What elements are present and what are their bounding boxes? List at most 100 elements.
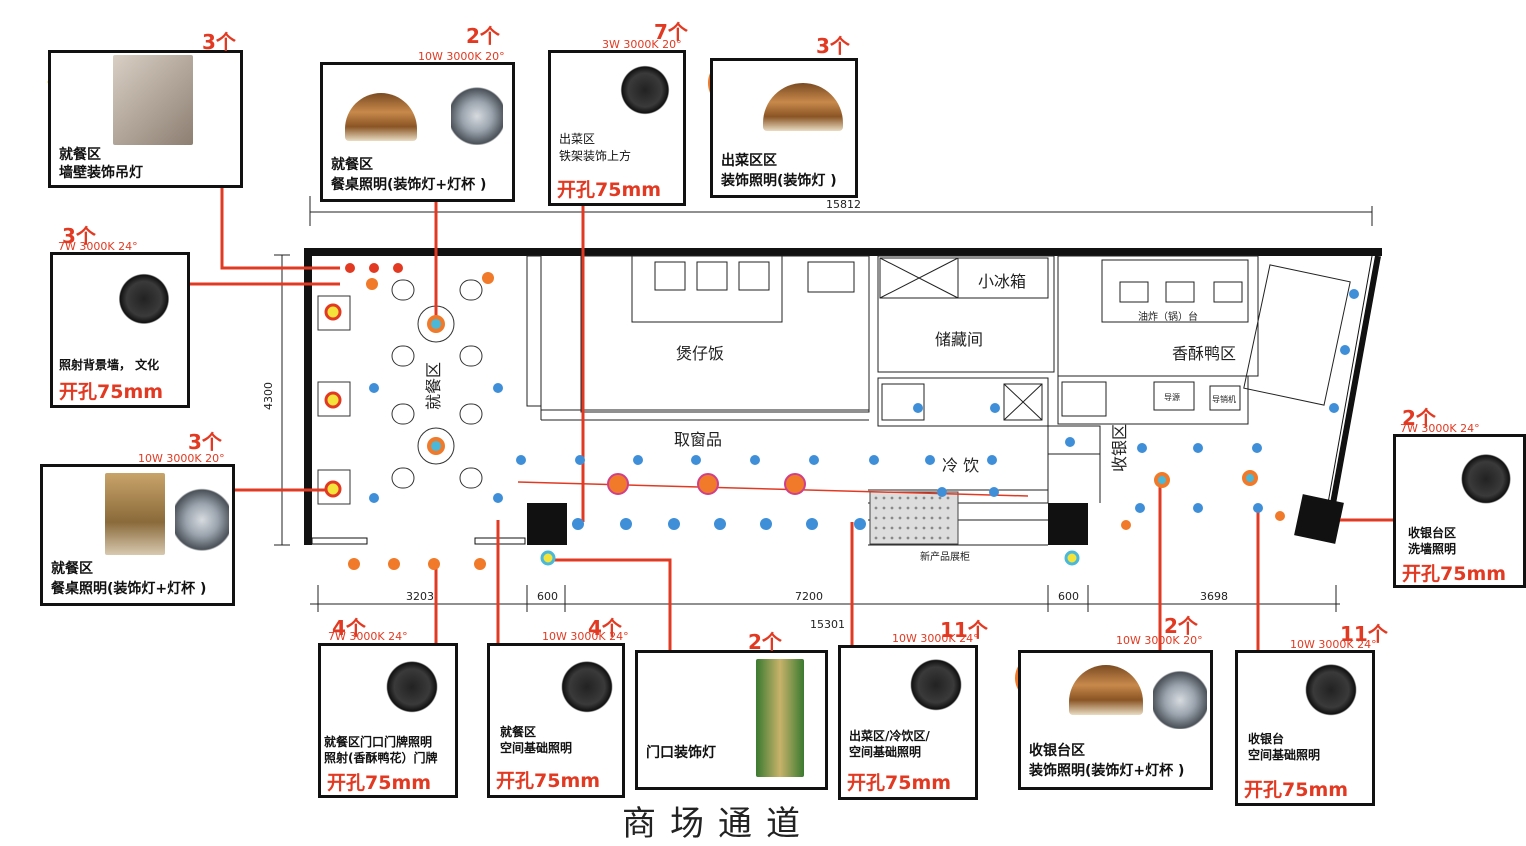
callout-label-2: 铁架装饰上方 bbox=[559, 149, 632, 163]
room-label-cold-drink: 冷 饮 bbox=[942, 456, 980, 475]
callout-label-2: 空间基础照明 bbox=[849, 745, 922, 759]
small-label-a: 导源 bbox=[1164, 393, 1180, 402]
pendant-photo bbox=[345, 93, 417, 141]
room-label-duck: 香酥鸭区 bbox=[1172, 344, 1237, 363]
room-label-cashier: 收银区 bbox=[1110, 423, 1129, 472]
callout-label-1: 就餐区 bbox=[59, 147, 101, 163]
callout-label-2: 洗墙照明 bbox=[1408, 542, 1457, 556]
dimension-height: 4300 bbox=[262, 382, 275, 410]
callout-label-2: 装饰照明(装饰灯 ) bbox=[721, 173, 837, 189]
callout-label-1: 出菜区/冷饮区/ bbox=[849, 729, 930, 743]
spec-text: 7W 3000K 24° bbox=[58, 240, 138, 253]
dimension-bottom: 15301 bbox=[810, 618, 845, 631]
callout-label-2: 墙壁装饰吊灯 bbox=[59, 165, 143, 181]
spec-text: 10W 3000K 20° bbox=[1116, 634, 1203, 647]
callout-label-2: 装饰照明(装饰灯+灯杯 ) bbox=[1029, 763, 1185, 779]
spec-text: 10W 3000K 24° bbox=[1290, 638, 1377, 651]
callout-label-2: 空间基础照明 bbox=[1248, 748, 1321, 762]
hole-size: 开孔75mm bbox=[847, 772, 952, 794]
spotlight-photo bbox=[909, 656, 963, 720]
callout-label-1: 出菜区 bbox=[559, 132, 596, 146]
callout-serving-base: 出菜区/冷饮区/ 空间基础照明 开孔75mm bbox=[838, 645, 978, 800]
dimension-segment: 7200 bbox=[795, 590, 823, 603]
qty-badge: 7个 bbox=[654, 20, 688, 44]
corridor-label: 商场通道 bbox=[622, 804, 814, 844]
qty-badge: 3个 bbox=[188, 430, 222, 454]
callout-label-2: 餐桌照明(装饰灯+灯杯 ) bbox=[331, 177, 487, 193]
spec-text: 10W 3000K 20° bbox=[138, 452, 225, 465]
spotlight-photo bbox=[385, 658, 439, 722]
spotlight-photo bbox=[451, 73, 503, 145]
dimension-segment: 600 bbox=[537, 590, 558, 603]
hole-size: 开孔75mm bbox=[496, 770, 601, 792]
qty-badge: 11个 bbox=[940, 618, 988, 642]
spotlight-photo bbox=[1304, 661, 1358, 725]
callout-cashier-base: 收银台 空间基础照明 开孔75mm bbox=[1235, 650, 1375, 806]
spec-text: 7W 3000K 24° bbox=[1400, 422, 1480, 435]
light-fixtures bbox=[324, 263, 1359, 570]
showcase-label: 新产品展柜 bbox=[920, 552, 970, 563]
hole-size: 开孔75mm bbox=[59, 381, 164, 403]
callout-door-decor: 门口装饰灯 bbox=[635, 650, 828, 790]
callout-wall-pendant: 就餐区 墙壁装饰吊灯 bbox=[48, 50, 243, 188]
callout-cashier-decor: 收银台区 装饰照明(装饰灯+灯杯 ) bbox=[1018, 650, 1213, 790]
walls bbox=[304, 248, 1382, 545]
spotlight-photo bbox=[1460, 451, 1512, 513]
callout-label-1: 就餐区门口门牌照明 bbox=[324, 735, 433, 749]
callout-label-1: 照射背景墙， 文化 bbox=[59, 358, 160, 372]
spec-text: 3W 3000K 20° bbox=[602, 38, 682, 51]
dimension-segment: 3203 bbox=[406, 590, 434, 603]
room-label-fridge: 小冰箱 bbox=[978, 272, 1027, 291]
callout-label-1: 就餐区 bbox=[51, 561, 93, 577]
callout-dining-base: 就餐区 空间基础照明 开孔75mm bbox=[487, 643, 625, 798]
spotlight-photo bbox=[619, 63, 671, 123]
spotlight-photo bbox=[175, 473, 229, 551]
leader-lines bbox=[190, 188, 1393, 650]
callout-label-1: 收银台 bbox=[1248, 732, 1285, 746]
qty-badge: 3个 bbox=[202, 30, 236, 54]
qty-badge: 2个 bbox=[748, 630, 782, 654]
spotlight-photo bbox=[117, 271, 171, 333]
pendant-photo bbox=[105, 473, 165, 555]
callout-label-2: 空间基础照明 bbox=[500, 741, 573, 755]
callout-label-1: 出菜区区 bbox=[721, 153, 777, 169]
qty-badge: 4个 bbox=[332, 616, 366, 640]
dining-furniture bbox=[317, 279, 483, 505]
spotlight-photo bbox=[560, 658, 614, 722]
dimension-top: 15812 bbox=[826, 198, 861, 211]
spotlight-photo bbox=[1153, 657, 1207, 729]
small-label-b: 导销机 bbox=[1212, 395, 1236, 404]
callout-label-1: 就餐区 bbox=[331, 157, 373, 173]
callout-dining-table-2: 就餐区 餐桌照明(装饰灯+灯杯 ) bbox=[40, 464, 235, 606]
callout-feature-wall: 照射背景墙， 文化 开孔75mm bbox=[50, 252, 190, 408]
qty-badge: 2个 bbox=[1402, 406, 1436, 430]
callout-label-1: 收银台区 bbox=[1029, 743, 1085, 759]
dimension-lines bbox=[274, 196, 1373, 612]
callout-entrance-sign: 就餐区门口门牌照明 照射(香酥鸭花）门牌 开孔75mm bbox=[318, 643, 458, 798]
qty-badge: 11个 bbox=[1340, 622, 1388, 646]
spec-text: 10W 3000K 20° bbox=[418, 50, 505, 63]
hole-size: 开孔75mm bbox=[557, 179, 662, 201]
spec-text: 10W 3000K 24° bbox=[892, 632, 979, 645]
qty-badge: 3个 bbox=[816, 34, 850, 58]
callout-cashier-wash: 收银台区 洗墙照明 开孔75mm bbox=[1393, 434, 1526, 588]
room-label-dining: 就餐区 bbox=[424, 361, 443, 410]
callout-serving-decor: 出菜区区 装饰照明(装饰灯 ) bbox=[710, 58, 858, 198]
showcase-grid bbox=[869, 491, 959, 545]
qty-badge: 2个 bbox=[466, 24, 500, 48]
room-label-storage: 储藏间 bbox=[935, 330, 984, 349]
hole-size: 开孔75mm bbox=[1244, 779, 1349, 801]
spec-text: 7W 3000K 24° bbox=[328, 630, 408, 643]
qty-badge: 2个 bbox=[1164, 614, 1198, 638]
pendant-photo bbox=[1069, 665, 1143, 715]
door-photo bbox=[756, 659, 804, 777]
callout-label-2: 餐桌照明(装饰灯+灯杯 ) bbox=[51, 581, 207, 597]
room-label-claypot: 煲仔饭 bbox=[676, 344, 725, 363]
callout-dining-table: 就餐区 餐桌照明(装饰灯+灯杯 ) bbox=[320, 62, 515, 202]
callout-label-1: 就餐区 bbox=[500, 725, 537, 739]
dimension-segment: 3698 bbox=[1200, 590, 1228, 603]
spec-text: 10W 3000K 24° bbox=[542, 630, 629, 643]
callout-label-2: 照射(香酥鸭花）门牌 bbox=[324, 751, 438, 765]
hole-size: 开孔75mm bbox=[327, 772, 432, 794]
dimension-segment: 600 bbox=[1058, 590, 1079, 603]
